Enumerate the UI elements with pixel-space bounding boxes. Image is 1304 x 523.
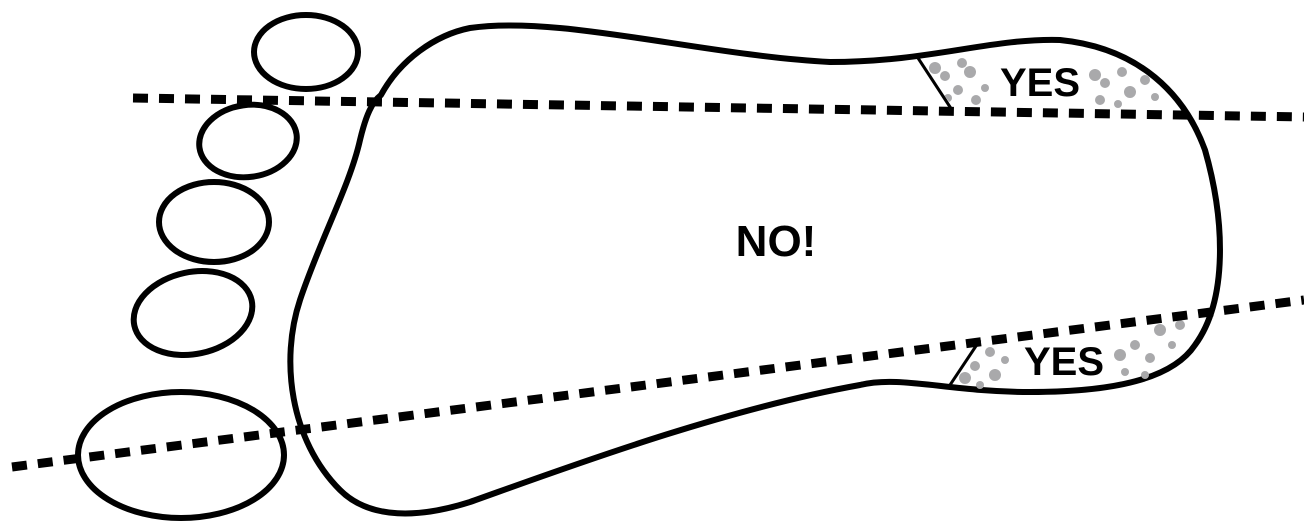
- toe-4: [130, 268, 256, 358]
- lower-yes-region: [959, 320, 1185, 389]
- lower-yes-label: YES: [1024, 340, 1104, 384]
- toe-5: [75, 389, 287, 521]
- toe-1: [251, 12, 361, 92]
- upper-dashed-line: [132, 93, 1304, 122]
- upper-yes-region: [929, 58, 1159, 108]
- toe-2: [196, 101, 300, 181]
- lower-dashed-line: [11, 295, 1304, 472]
- upper-yes-label: YES: [1000, 61, 1080, 105]
- foot-outline: [287, 22, 1223, 517]
- upper-region-boundary: [916, 57, 954, 111]
- center-label: NO!: [736, 217, 817, 266]
- toe-3: [156, 179, 272, 265]
- lower-region-boundary: [946, 339, 982, 389]
